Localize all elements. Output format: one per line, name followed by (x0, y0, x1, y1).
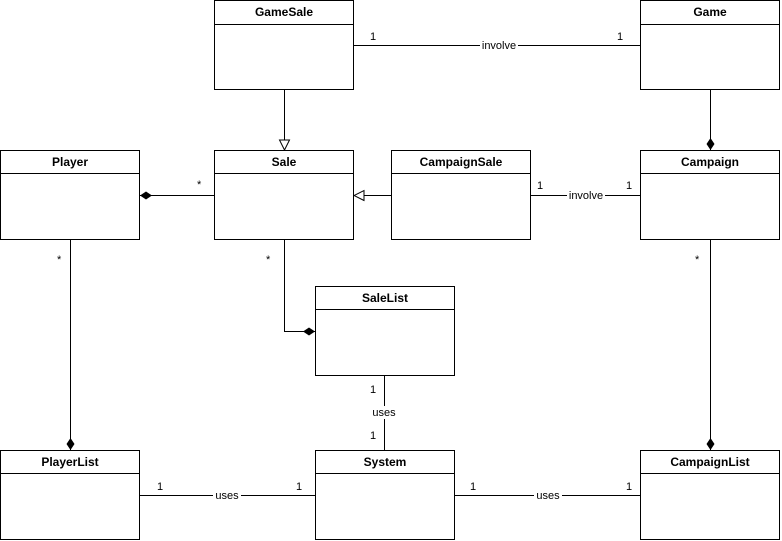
class-name-salelist: SaleList (362, 291, 408, 305)
multiplicities: 1 1 * 1 1 * * * 1 1 1 1 1 1 (57, 31, 700, 493)
class-name-campaignlist: CampaignList (670, 455, 749, 469)
class-game[interactable]: Game (640, 0, 780, 90)
class-playerlist[interactable]: PlayerList (0, 450, 140, 540)
class-player[interactable]: Player (0, 150, 140, 240)
class-campaignsale[interactable]: CampaignSale (391, 150, 531, 240)
class-name-player: Player (52, 155, 88, 169)
label-salelist-system: uses (372, 407, 396, 419)
class-gamesale[interactable]: GameSale (214, 0, 354, 90)
class-name-system: System (364, 455, 407, 469)
association-labels: involve involve uses uses uses (213, 39, 605, 502)
class-system[interactable]: System (315, 450, 455, 540)
mult-player: * (57, 254, 62, 266)
class-name-playerlist: PlayerList (41, 455, 98, 469)
mult-system-top: 1 (370, 430, 376, 442)
mult-campaignsale: 1 (537, 180, 543, 192)
mult-salelist: 1 (370, 384, 376, 396)
mult-sale-salelist: * (266, 254, 271, 266)
mult-campaign: 1 (626, 180, 632, 192)
class-name-game: Game (693, 5, 727, 19)
mult-campaignlist: 1 (626, 481, 632, 493)
mult-sale-player: * (197, 179, 202, 191)
class-campaign[interactable]: Campaign (640, 150, 780, 240)
mult-game: 1 (617, 31, 623, 43)
edge-sale-salelist (284, 240, 315, 336)
label-campaignsale-campaign: involve (569, 190, 603, 202)
class-name-campaignsale: CampaignSale (420, 155, 503, 169)
class-name-campaign: Campaign (681, 155, 739, 169)
mult-campaign-campaignlist: * (695, 254, 700, 266)
label-gamesale-game: involve (482, 40, 516, 52)
class-name-sale: Sale (272, 155, 297, 169)
class-name-gamesale: GameSale (255, 5, 313, 19)
label-system-campaignlist: uses (536, 490, 560, 502)
mult-playerlist: 1 (157, 481, 163, 493)
class-sale[interactable]: Sale (214, 150, 354, 240)
class-salelist[interactable]: SaleList (315, 286, 455, 376)
edges (66, 45, 715, 496)
mult-gamesale: 1 (370, 31, 376, 43)
mult-system-right: 1 (470, 481, 476, 493)
label-playerlist-system: uses (215, 490, 239, 502)
mult-system-left: 1 (296, 481, 302, 493)
class-campaignlist[interactable]: CampaignList (640, 450, 780, 540)
